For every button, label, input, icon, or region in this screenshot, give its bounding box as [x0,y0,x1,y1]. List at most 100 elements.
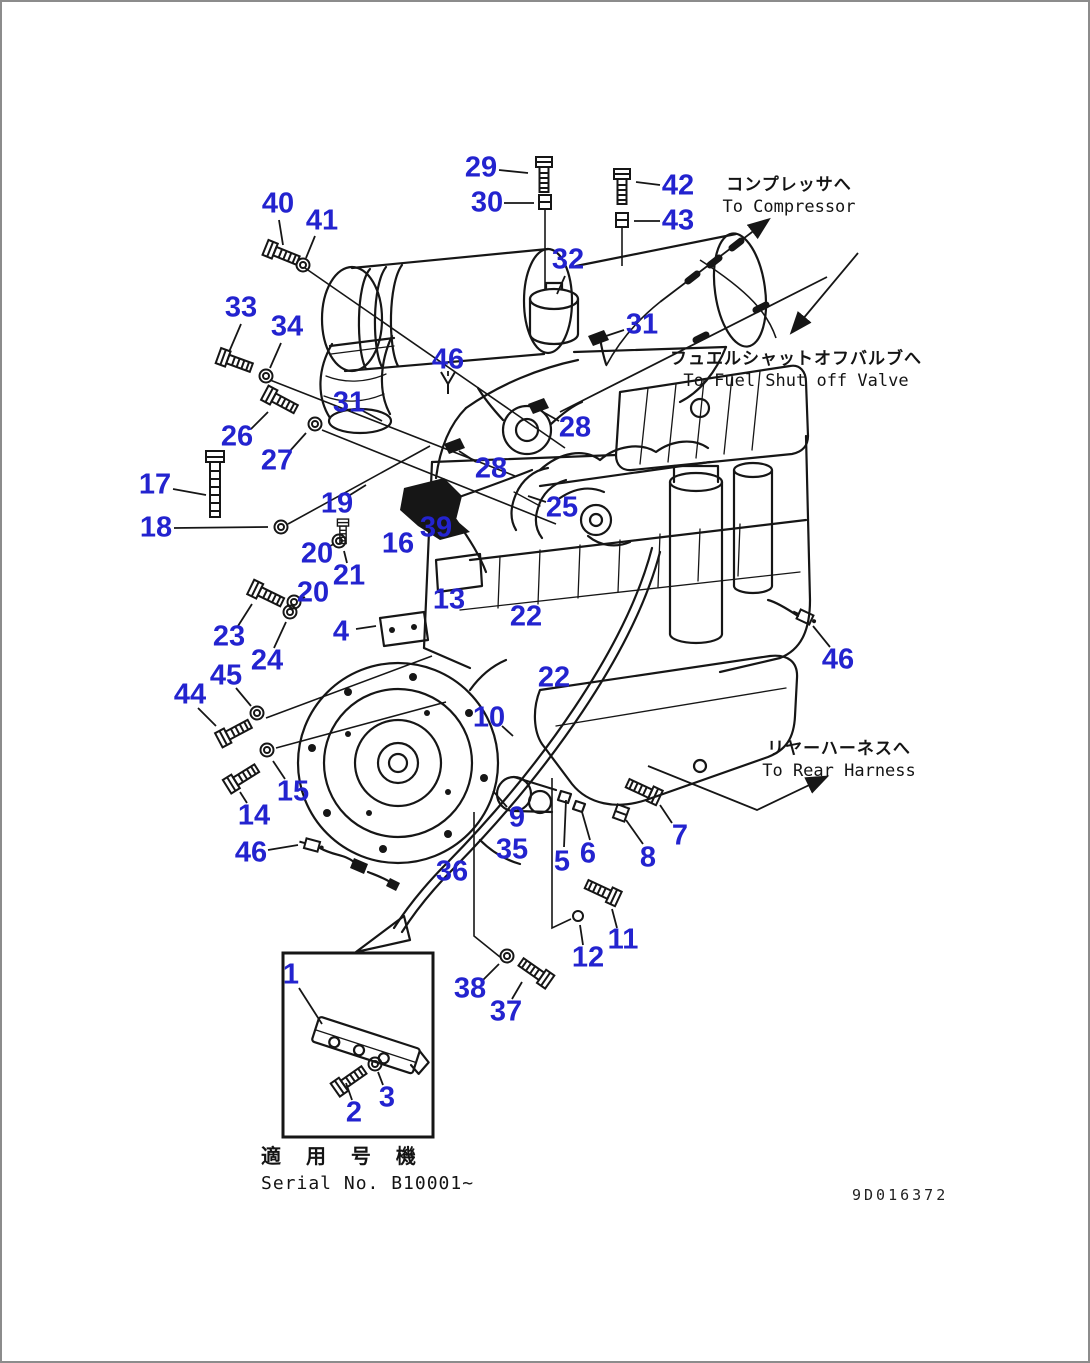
breather-cap [528,281,580,346]
leader-38 [481,963,500,982]
leader-5 [563,799,567,848]
part-ring-icon-12 [572,910,584,922]
part-washer-icon-41 [295,257,311,273]
callout-40: 40 [261,187,295,220]
leader-39 [443,506,454,518]
leader-45 [235,687,252,707]
to-fuel-valve-arrow [789,252,859,335]
callout-6: 6 [579,837,597,870]
leader-40 [278,219,284,246]
callout-38: 38 [453,972,487,1005]
callout-30: 30 [470,186,504,219]
callout-27: 27 [260,444,294,477]
part-sensor-icon-46 [297,835,326,854]
callout-12: 12 [571,941,605,974]
leader-8 [625,819,644,845]
leader-46 [812,625,831,648]
annotation-to-rear-harness: リヤーハーネスへ To Rear Harness [762,734,916,781]
part-washer-icon-18 [273,519,289,535]
part-bolt-icon-26 [260,384,301,418]
part-bolt-icon-33 [214,347,256,377]
leader-19 [349,484,367,496]
callout-39: 39 [419,511,453,544]
callout-10: 10 [472,701,506,734]
callout-28: 28 [558,411,592,444]
annotation-en: To Rear Harness [762,761,916,781]
intake-elbow-hose [510,466,568,540]
callout-7: 7 [671,819,689,852]
serial-caption-jp: 適 用 号 機 [261,1144,425,1168]
part-bolt-icon-44 [214,715,255,749]
leader-31 [362,410,383,422]
leader-18 [173,526,269,529]
part-washer-icon-15 [259,742,275,758]
part-nut-icon-43 [615,212,629,228]
leader-29 [498,169,529,174]
callout-24: 24 [250,644,284,677]
callout-11: 11 [607,923,639,956]
leader-21 [343,550,348,564]
leader-42 [635,181,661,186]
intake-duct [572,232,768,404]
oil-filter [668,464,724,645]
leader-26 [250,411,269,430]
leader-4 [355,625,377,630]
callout-21: 21 [332,559,366,592]
dipstick-tube [354,546,662,954]
part-washer-icon-27 [307,416,323,432]
leader-28 [542,411,560,422]
part-washer-icon-34 [258,368,274,384]
callout-46: 46 [821,643,855,676]
callout-42: 42 [661,169,695,202]
callout-28: 28 [474,452,508,485]
part-sensor-icon-46 [790,605,819,628]
starter-motor [495,775,558,815]
compressor-harness-curve [605,301,661,367]
fuel-filter [732,461,774,595]
part-bolt-icon-42 [613,168,631,205]
callout-45: 45 [209,659,243,692]
callout-19: 19 [320,487,354,520]
callout-22: 22 [509,600,543,633]
part-bolt-icon-40 [261,238,302,269]
leader-15 [272,760,286,780]
wire-harness [400,330,609,574]
part-bolt-icon-14 [221,760,262,795]
callout-1: 1 [282,958,300,991]
leader-24 [273,621,287,649]
part-boltlong-icon-17 [205,450,225,518]
callout-35: 35 [495,833,529,866]
part-bolt-icon-11 [582,875,623,908]
callout-leaders [172,156,831,1101]
annotation-jp: フュエルシャットオフバルブへ [670,349,922,369]
leader-9 [492,790,508,808]
mount-bracket [378,610,430,648]
part-bolt-icon-21 [336,518,350,545]
callout-31: 31 [625,308,659,341]
callout-18: 18 [139,511,173,544]
callout-23: 23 [212,620,246,653]
harness-connector-lump [728,237,745,252]
callout-9: 9 [508,801,526,834]
oil-pan [533,654,799,806]
leader-25 [527,495,547,503]
callout-17: 17 [138,468,172,501]
part-bolt-icon-37 [515,954,556,990]
part-bolt-icon-23 [246,578,287,611]
callout-20: 20 [296,576,330,609]
part-bolt-icon-29 [535,156,553,193]
leader-41 [305,235,316,259]
callout-2: 2 [345,1096,363,1129]
serial-applicability-box [281,951,435,1139]
callout-29: 29 [464,151,498,184]
callout-3: 3 [378,1081,396,1114]
callout-37: 37 [489,995,523,1028]
to-rear-harness-arrow [647,765,830,811]
leader-37 [511,981,523,1000]
part-nut-icon-30 [538,194,552,210]
callout-8: 8 [639,841,657,874]
harness-bracket [434,552,484,594]
leader-3 [377,1071,384,1086]
